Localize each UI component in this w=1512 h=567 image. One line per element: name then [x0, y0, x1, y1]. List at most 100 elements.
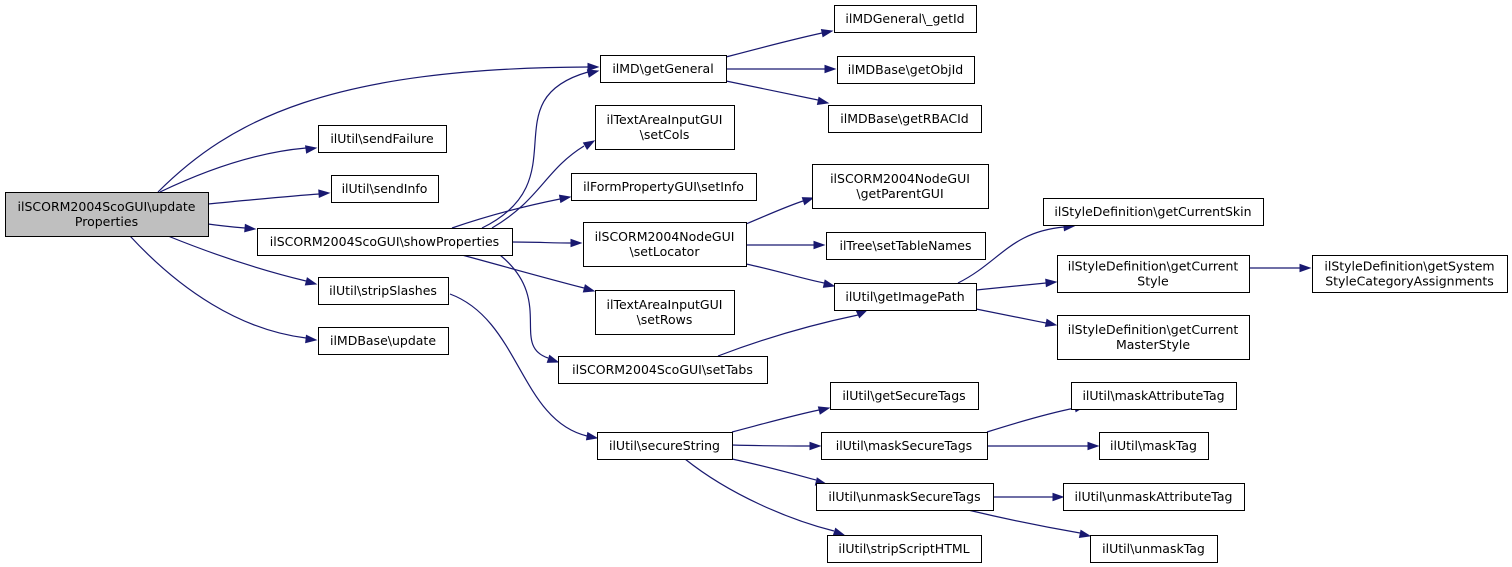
node-setTabs[interactable]: ilSCORM2004ScoGUI\setTabs: [558, 356, 768, 384]
node-box: [5, 192, 209, 237]
node-box: [1057, 315, 1250, 360]
node-box: [830, 382, 979, 410]
node-box: [331, 175, 439, 203]
node-box: [826, 232, 986, 260]
node-setRows[interactable]: ilTextAreaInputGUI\setRows: [595, 290, 735, 335]
node-getCurrentSkin[interactable]: ilStyleDefinition\getCurrentSkin: [1043, 198, 1264, 226]
node-label: ilUtil\unmaskSecureTags: [828, 489, 980, 504]
edge-getGeneral-to-getObjId: [726, 64, 837, 74]
node-label: ilSCORM2004NodeGUI: [830, 171, 970, 186]
node-box: [834, 283, 977, 311]
edge-line: [731, 458, 817, 481]
edge-showProperties-to-getGeneral: [481, 69, 600, 229]
node-stripScriptHTML[interactable]: ilUtil\stripScriptHTML: [827, 535, 982, 563]
node-getSystemStyleCat[interactable]: ilStyleDefinition\getSystemStyleCategory…: [1312, 255, 1508, 293]
arrowhead-icon: [582, 140, 596, 150]
node-showProperties[interactable]: ilSCORM2004ScoGUI\showProperties: [257, 228, 513, 256]
node-getGeneral[interactable]: ilMD\getGeneral: [600, 55, 727, 83]
node-getRBACId[interactable]: ilMDBase\getRBACId: [828, 105, 982, 133]
node-maskTag[interactable]: ilUtil\maskTag: [1099, 432, 1209, 460]
arrowhead-icon: [813, 240, 826, 250]
edge-showProperties-to-setInfo: [451, 194, 572, 229]
node-mdUpdate[interactable]: ilMDBase\update: [318, 327, 449, 355]
edge-line: [499, 254, 549, 359]
edge-line: [986, 407, 1076, 433]
edge-line: [957, 226, 1065, 284]
node-label: ilUtil\stripScriptHTML: [838, 541, 969, 556]
arrowhead-icon: [801, 197, 815, 206]
edge-line: [207, 223, 246, 229]
edge-line: [684, 458, 835, 532]
arrowhead-icon: [546, 354, 560, 363]
node-label: ilTree\setTableNames: [839, 238, 971, 253]
edge-line: [745, 200, 804, 225]
node-unmaskSecureTags[interactable]: ilUtil\unmaskSecureTags: [816, 483, 994, 511]
node-maskSecureTags[interactable]: ilUtil\maskSecureTags: [821, 432, 988, 460]
node-sendInfo[interactable]: ilUtil\sendInfo: [331, 175, 439, 203]
node-label: ilUtil\sendInfo: [342, 181, 428, 196]
node-secureString[interactable]: ilUtil\secureString: [597, 432, 733, 460]
node-box: [1043, 198, 1264, 226]
edge-setLocator-to-getParentGUI: [745, 197, 815, 225]
node-setLocator[interactable]: ilSCORM2004NodeGUI\setLocator: [583, 222, 747, 267]
node-label: Style: [1137, 274, 1169, 289]
node-mdGetId[interactable]: ilMDGeneral\_getId: [834, 5, 977, 33]
node-getImagePath[interactable]: ilUtil\getImagePath: [834, 283, 977, 311]
arrowhead-icon: [585, 431, 599, 441]
node-stripSlashes[interactable]: ilUtil\stripSlashes: [318, 277, 449, 305]
node-label: ilUtil\maskSecureTags: [836, 438, 972, 453]
node-unmaskTag[interactable]: ilUtil\unmaskTag: [1090, 535, 1218, 563]
node-label: ilUtil\maskTag: [1110, 438, 1197, 453]
node-label: ilUtil\getImagePath: [845, 289, 964, 304]
edge-getCurrentStyle-to-getSystemStyleCat: [1249, 263, 1312, 273]
node-box: [1090, 535, 1218, 563]
node-label: ilUtil\unmaskAttributeTag: [1075, 489, 1233, 504]
edge-root-to-sendFailure: [159, 145, 318, 193]
node-box: [318, 327, 449, 355]
node-box: [1071, 382, 1237, 410]
edge-line: [157, 66, 589, 193]
node-getObjId[interactable]: ilMDBase\getObjId: [837, 56, 975, 84]
node-box: [1063, 483, 1245, 511]
node-setTableNames[interactable]: ilTree\setTableNames: [826, 232, 986, 260]
edge-line: [461, 254, 585, 289]
edge-line: [967, 509, 1081, 534]
node-box: [597, 432, 733, 460]
arrowhead-icon: [587, 62, 600, 72]
arrowhead-icon: [318, 189, 331, 199]
node-label: \setCols: [640, 127, 690, 142]
node-label: \getParentGUI: [856, 186, 943, 201]
edge-setLocator-to-setTableNames: [746, 240, 826, 250]
node-box: [1099, 432, 1209, 460]
arrowhead-icon: [1052, 492, 1065, 502]
node-label: ilStyleDefinition\getCurrent: [1068, 322, 1239, 337]
edge-root-to-getGeneral: [157, 62, 600, 193]
node-setInfo[interactable]: ilFormPropertyGUI\setInfo: [571, 173, 757, 201]
node-unmaskAttributeTag[interactable]: ilUtil\unmaskAttributeTag: [1063, 483, 1245, 511]
node-label: ilSCORM2004NodeGUI: [595, 229, 735, 244]
edge-getGeneral-to-mdGetId: [725, 28, 834, 58]
node-label: ilUtil\secureString: [609, 438, 720, 453]
arrowhead-icon: [820, 28, 834, 38]
node-box: [828, 105, 982, 133]
node-label: ilUtil\stripSlashes: [329, 283, 437, 298]
arrowhead-icon: [1045, 278, 1058, 288]
node-label: ilMD\getGeneral: [612, 61, 713, 76]
edge-line: [159, 147, 307, 193]
edge-line: [745, 263, 825, 284]
edge-showProperties-to-setTabs: [499, 254, 560, 363]
node-label: ilStyleDefinition\getCurrent: [1068, 259, 1239, 274]
node-label: ilMDBase\getObjId: [848, 62, 963, 77]
edge-line: [717, 314, 859, 357]
edge-getImagePath-to-getCurrentMasterStyle: [975, 308, 1058, 328]
node-maskAttributeTag[interactable]: ilUtil\maskAttributeTag: [1071, 382, 1237, 410]
node-getSecureTags[interactable]: ilUtil\getSecureTags: [830, 382, 979, 410]
node-getParentGUI[interactable]: ilSCORM2004NodeGUI\getParentGUI: [812, 164, 989, 209]
node-sendFailure[interactable]: ilUtil\sendFailure: [318, 125, 447, 153]
edge-layer: [129, 28, 1312, 539]
node-setCols[interactable]: ilTextAreaInputGUI\setCols: [595, 105, 735, 150]
